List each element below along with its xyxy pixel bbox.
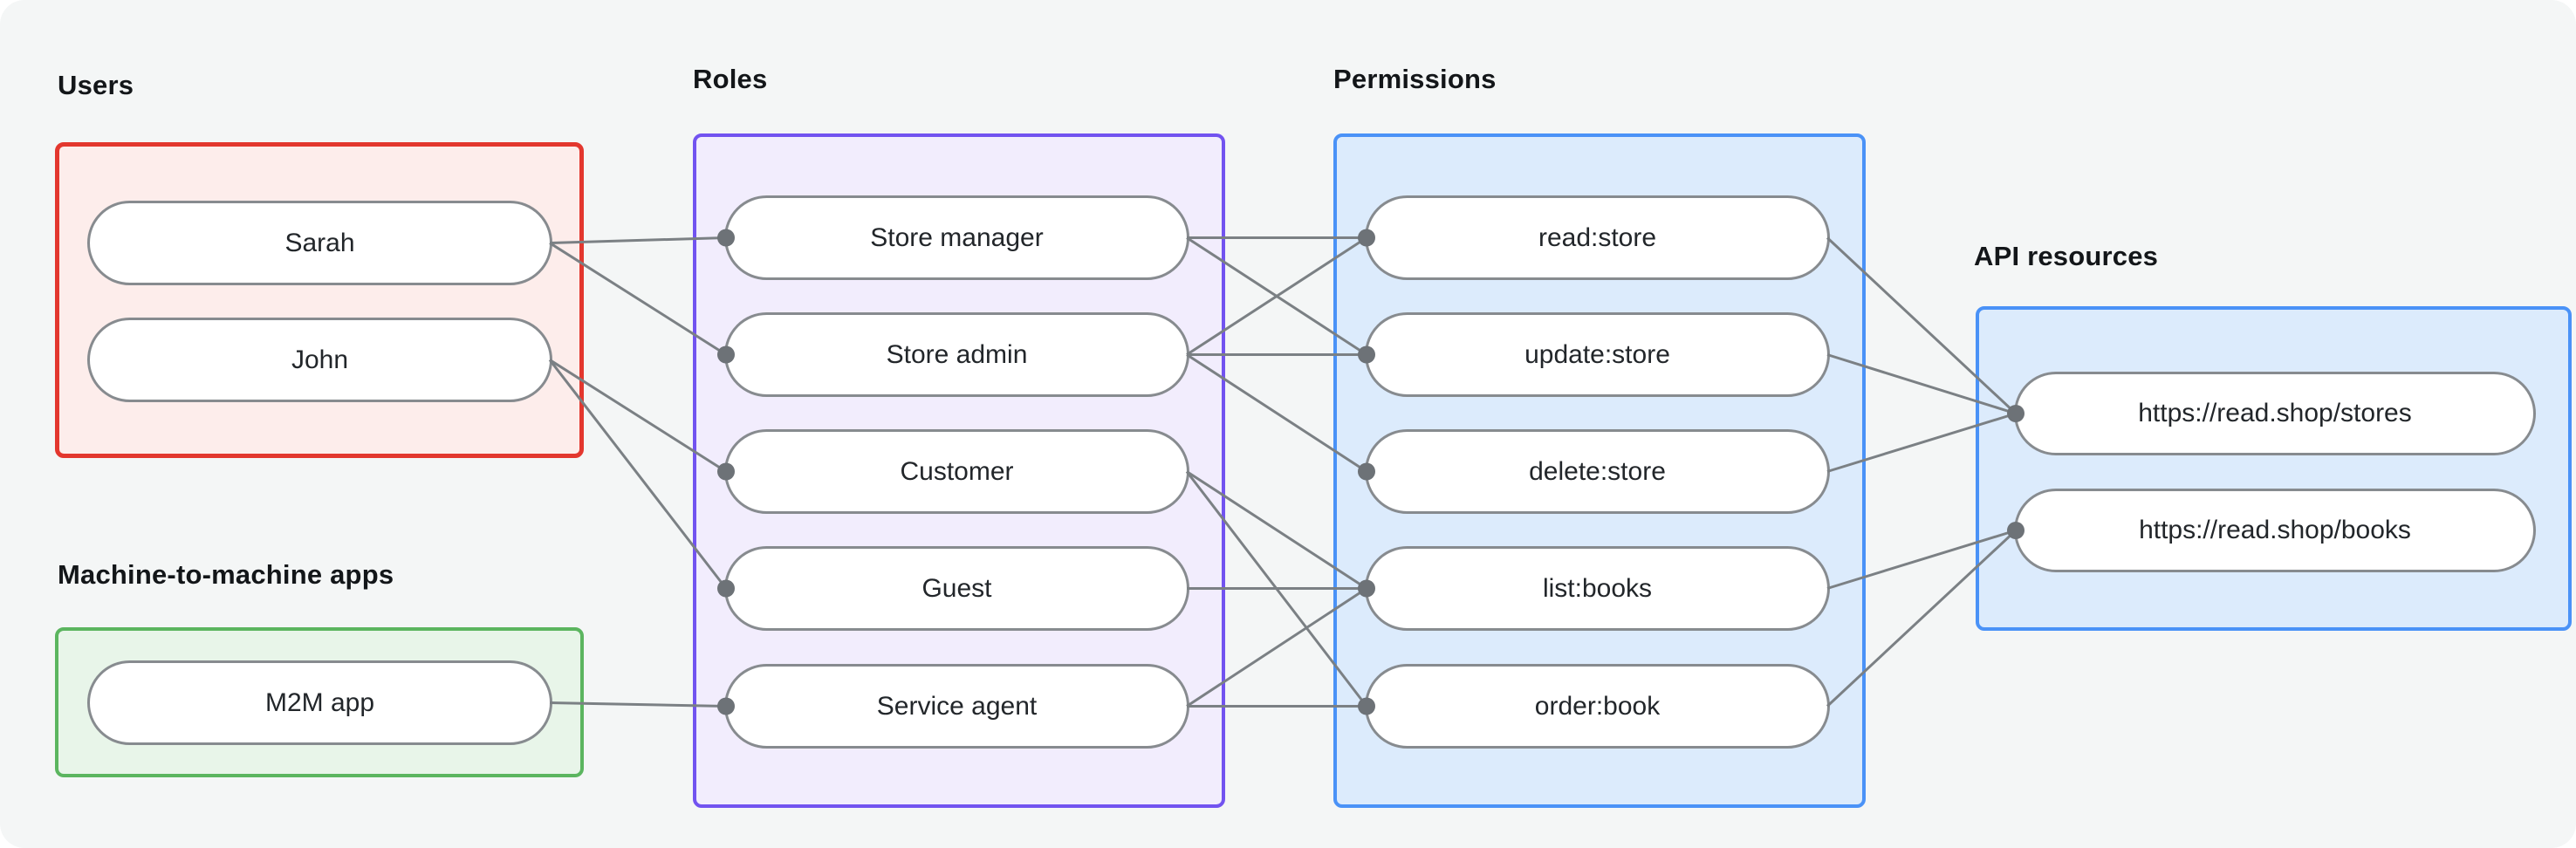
node-label: Service agent — [876, 691, 1038, 721]
node-label: read:store — [1538, 222, 1657, 252]
node-user-john: John — [87, 318, 552, 402]
node-label: John — [291, 345, 349, 374]
node-label: Sarah — [284, 228, 355, 257]
node-m2m-app: M2M app — [87, 660, 552, 745]
node-label: list:books — [1542, 573, 1653, 603]
node-user-sarah: Sarah — [87, 201, 552, 285]
api-resources-group-label: API resources — [1974, 241, 2159, 271]
node-label: Store admin — [886, 339, 1028, 369]
node-label: delete:store — [1529, 456, 1666, 486]
node-permission-order-book: order:book — [1365, 664, 1830, 749]
api-resources-group-box — [1976, 306, 2572, 631]
node-role-service-agent: Service agent — [724, 664, 1189, 749]
roles-group-label: Roles — [693, 64, 768, 94]
node-label: order:book — [1534, 691, 1661, 721]
node-label: Store manager — [870, 222, 1044, 252]
permissions-group-label: Permissions — [1333, 64, 1497, 94]
node-role-customer: Customer — [724, 429, 1189, 514]
node-label: M2M app — [264, 687, 375, 717]
node-api-resource-stores: https://read.shop/stores — [2014, 372, 2536, 455]
node-label: Customer — [900, 456, 1014, 486]
node-label: Guest — [921, 573, 992, 603]
node-permission-update-store: update:store — [1365, 312, 1830, 397]
node-role-guest: Guest — [724, 546, 1189, 631]
node-label: https://read.shop/stores — [2138, 399, 2412, 427]
node-role-store-manager: Store manager — [724, 195, 1189, 280]
node-permission-read-store: read:store — [1365, 195, 1830, 280]
users-group-box — [55, 142, 584, 458]
m2m-group-label: Machine-to-machine apps — [58, 559, 394, 590]
node-label: update:store — [1524, 339, 1670, 369]
node-permission-delete-store: delete:store — [1365, 429, 1830, 514]
node-role-store-admin: Store admin — [724, 312, 1189, 397]
node-api-resource-books: https://read.shop/books — [2014, 489, 2536, 572]
node-label: https://read.shop/books — [2139, 516, 2411, 544]
node-permission-list-books: list:books — [1365, 546, 1830, 631]
users-group-label: Users — [58, 70, 134, 100]
